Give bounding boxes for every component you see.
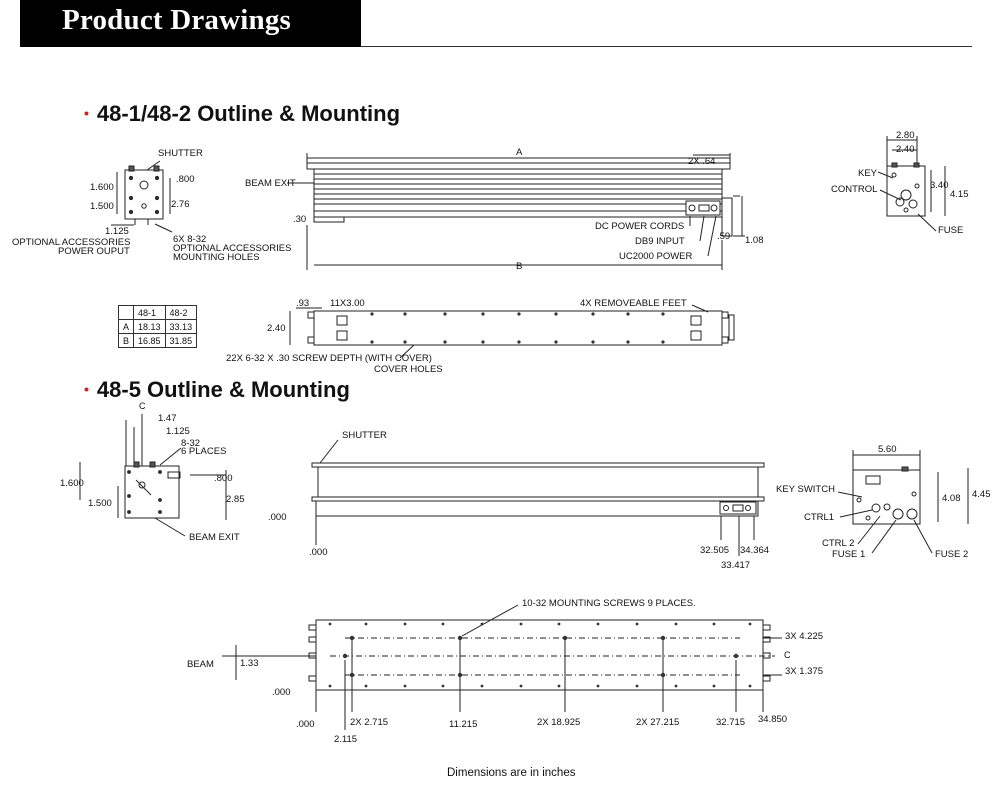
label-shutter: SHUTTER: [158, 148, 203, 159]
label-holes-832: 8-32: [181, 438, 200, 449]
dim-408: 4.08: [942, 493, 961, 504]
dim-feet: 2X .64: [688, 156, 715, 167]
label-optional-accessories-power: OPTIONAL ACCESSORIES: [12, 237, 130, 248]
label-power-output: POWER OUPUT: [58, 246, 130, 257]
dimension-table: 48-1 48-2 A 18.13 33.13 B 16.85 31.85: [117, 305, 198, 348]
label-db9-input: DB9 INPUT: [635, 236, 685, 247]
label-removable-feet: 4X REMOVEABLE FEET: [580, 298, 687, 309]
header-divider: [361, 46, 972, 47]
dim-800: .800: [176, 174, 195, 185]
label-beam-exit: BEAM EXIT: [245, 178, 296, 189]
dim-34364: 34.364: [740, 545, 769, 556]
x-000: .000: [296, 719, 315, 730]
dim-32505: 32.505: [700, 545, 729, 556]
label-shutter-b: SHUTTER: [342, 430, 387, 441]
dim-133: 1.33: [240, 658, 259, 669]
x-2115: 2.115: [334, 734, 357, 745]
x-34850: 34.850: [758, 714, 787, 725]
dim-108: 1.08: [745, 235, 764, 246]
dim-240-b: 2.40: [267, 323, 286, 334]
table-cell: 31.85: [164, 333, 198, 348]
label-ctrl1: CTRL1: [804, 512, 834, 523]
end-view-48-5: [79, 414, 227, 537]
dim-000-bv: .000: [272, 687, 291, 698]
header-banner: [20, 0, 361, 47]
dim-1125: 1.125: [105, 226, 129, 237]
dim-1375: 3X 1.375: [785, 666, 823, 677]
dim-147: 1.47: [158, 413, 177, 424]
x-2715: 2X 2.715: [350, 717, 388, 728]
dim-1500: 1.500: [90, 201, 114, 212]
dim-a: A: [516, 147, 523, 158]
dim-240: 2.40: [896, 144, 915, 155]
bottom-view-48-5: [222, 604, 782, 730]
dim-285: 2.85: [226, 494, 245, 505]
centerline-mark-b: C: [784, 650, 791, 660]
label-beam-exit-b: BEAM EXIT: [189, 532, 240, 543]
page-title: Product Drawings: [62, 4, 292, 36]
dim-33417: 33.417: [721, 560, 750, 571]
label-mounting-screws: 10-32 MOUNTING SCREWS 9 PLACES.: [522, 598, 696, 609]
dim-276: 2.76: [171, 199, 190, 210]
dim-93: .93: [296, 298, 309, 309]
dim-59: .59: [717, 231, 730, 242]
dim-415: 4.15: [950, 189, 969, 200]
dim-1125-b: 1.125: [166, 426, 190, 437]
dim-340: 3.40: [930, 180, 949, 191]
mounting-screw-holes: [328, 622, 752, 688]
rear-view-48-1: [877, 136, 946, 232]
centerline-mark: C: [139, 401, 146, 411]
dim-800-b: .800: [214, 473, 233, 484]
label-key-switch: KEY SWITCH: [776, 484, 835, 495]
label-uc2000-power: UC2000 POWER: [619, 251, 693, 262]
x-18925: 2X 18.925: [537, 717, 580, 728]
label-cover-holes: COVER HOLES: [374, 364, 443, 375]
dim-445: 4.45: [972, 489, 991, 500]
cover-holes: [370, 312, 665, 344]
bottom-view-48-1: [289, 304, 735, 359]
red-bullet-icon: •: [84, 381, 89, 397]
label-beam: BEAM: [187, 659, 214, 670]
dim-pads: 11X3.00: [330, 298, 365, 309]
label-screws: 22X 6-32 X .30 SCREW DEPTH (WITH COVER): [226, 353, 432, 364]
dim-560: 5.60: [878, 444, 897, 455]
red-bullet-icon: •: [84, 105, 89, 121]
table-row: B 16.85 31.85: [117, 333, 198, 348]
dim-000-below: .000: [309, 547, 328, 558]
label-optional-accessories-mounting: OPTIONAL ACCESSORIES: [173, 243, 291, 254]
dimensions-note: Dimensions are in inches: [447, 767, 576, 779]
label-6-places: 6 PLACES: [181, 446, 226, 457]
dim-280: 2.80: [896, 130, 915, 141]
rear-view-48-5: [837, 450, 969, 554]
dim-30: .30: [293, 214, 306, 225]
label-fuse1: FUSE 1: [832, 549, 865, 560]
x-32715: 32.715: [716, 717, 745, 728]
label-mounting-holes: MOUNTING HOLES: [173, 252, 260, 263]
section-title-48-1-48-2: • 48-1/48-2 Outline & Mounting: [84, 101, 400, 127]
dim-1600: 1.600: [90, 182, 114, 193]
x-11215: 11.215: [449, 719, 477, 730]
side-view-48-5: [311, 439, 765, 556]
label-control: CONTROL: [831, 184, 877, 195]
table-cell: B: [117, 333, 135, 348]
label-fuse2: FUSE 2: [935, 549, 968, 560]
section-title-text: 48-1/48-2 Outline & Mounting: [96, 101, 401, 126]
end-view-48-1: [111, 160, 173, 233]
label-fuse: FUSE: [938, 225, 963, 236]
label-ctrl2: CTRL 2: [822, 538, 854, 549]
x-27215: 2X 27.215: [636, 717, 679, 728]
side-view-48-1: [287, 153, 745, 270]
dim-4225: 3X 4.225: [785, 631, 823, 642]
section-title-48-5: • 48-5 Outline & Mounting: [84, 377, 350, 403]
label-key: KEY: [858, 168, 878, 179]
section-title-text: 48-5 Outline & Mounting: [96, 377, 350, 402]
label-dc-power-cords: DC POWER CORDS: [595, 221, 684, 232]
dim-b: B: [516, 261, 522, 272]
dim-1600-b: 1.600: [60, 478, 84, 489]
label-holes: 6X 8-32: [173, 234, 206, 245]
dim-000-left: .000: [268, 512, 287, 523]
dim-1500-b: 1.500: [88, 498, 112, 509]
